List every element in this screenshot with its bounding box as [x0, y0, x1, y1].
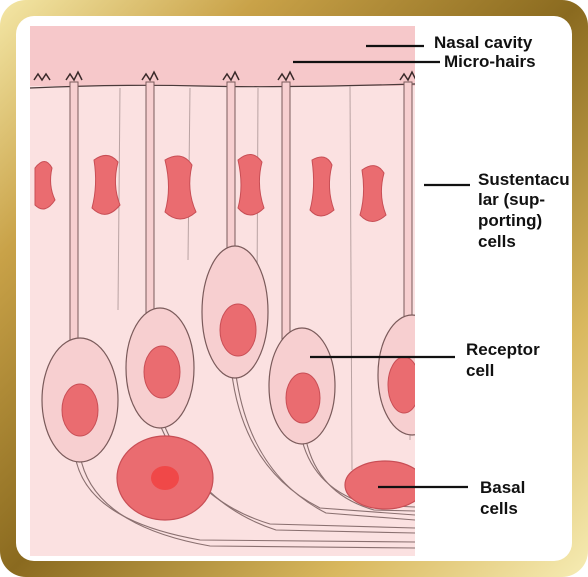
basal-cell-1 [117, 436, 213, 520]
label-sustentacular-line-4: cells [478, 232, 516, 251]
label-receptor-line-2: cell [466, 361, 494, 380]
label-basal-line-1: Basal [480, 478, 525, 497]
label-sustentacular-line-2: lar (sup- [478, 190, 545, 209]
label-sustentacular-line-3: porting) [478, 211, 542, 230]
label-receptor-line-1: Receptor [466, 340, 540, 359]
label-basal-line-2: cells [480, 499, 518, 518]
label-micro-hairs: Micro-hairs [444, 52, 536, 71]
label-nasal-cavity: Nasal cavity [434, 33, 532, 52]
basal-cell-2 [345, 461, 425, 509]
label-sustentacular-line-1: Sustentacu [478, 170, 570, 189]
nasal-cavity-zone [30, 26, 415, 86]
